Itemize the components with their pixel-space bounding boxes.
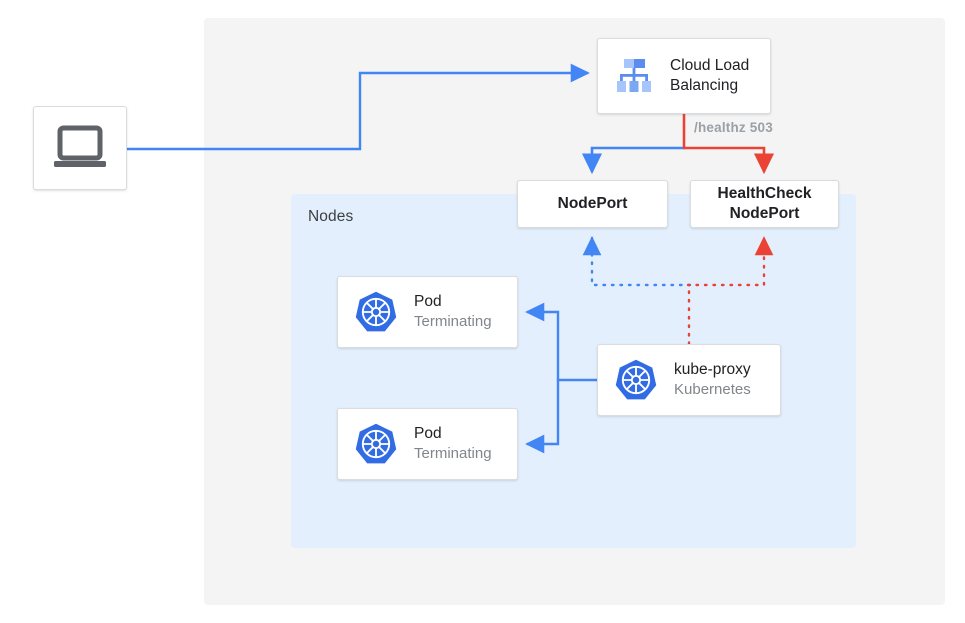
pod-status: Terminating [414, 445, 492, 463]
nodeport-label: NodePort [557, 194, 628, 212]
cloud-load-balancing-title-line2: Balancing [670, 77, 739, 94]
pod-title: Pod [414, 424, 442, 442]
pod-title: Pod [414, 292, 442, 310]
healthcheck-nodeport-label-line1: HealthCheck [717, 184, 812, 202]
kubernetes-icon [355, 423, 397, 464]
healthcheck-nodeport-text: HealthCheck NodePort [691, 184, 838, 224]
cloud-load-balancing-icon [617, 59, 651, 92]
kubernetes-icon [355, 291, 397, 332]
kube-proxy-title: kube-proxy [674, 360, 751, 378]
kubernetes-icon [615, 359, 657, 400]
pod-text: Pod Terminating [414, 292, 492, 332]
cloud-load-balancing-title-line1: Cloud Load [670, 56, 750, 74]
pod-card[interactable]: Pod Terminating [337, 408, 518, 480]
pod-status: Terminating [414, 313, 492, 331]
healthcheck-nodeport-label-line2: NodePort [729, 205, 800, 222]
kube-proxy-card[interactable]: kube-proxy Kubernetes [597, 344, 781, 416]
kube-proxy-text: kube-proxy Kubernetes [674, 360, 751, 400]
cloud-load-balancing-text: Cloud Load Balancing [670, 56, 749, 97]
kube-proxy-subtitle: Kubernetes [674, 381, 751, 399]
cloud-load-balancing-card[interactable]: Cloud Load Balancing [597, 38, 771, 114]
healthz-status-label: /healthz 503 [694, 120, 773, 135]
nodeport-card[interactable]: NodePort [517, 180, 668, 228]
pod-text: Pod Terminating [414, 424, 492, 464]
nodes-region-label: Nodes [308, 208, 354, 225]
pod-card[interactable]: Pod Terminating [337, 276, 518, 348]
healthcheck-nodeport-card[interactable]: HealthCheck NodePort [690, 180, 839, 228]
client-card[interactable] [33, 106, 127, 190]
laptop-icon [54, 125, 106, 167]
